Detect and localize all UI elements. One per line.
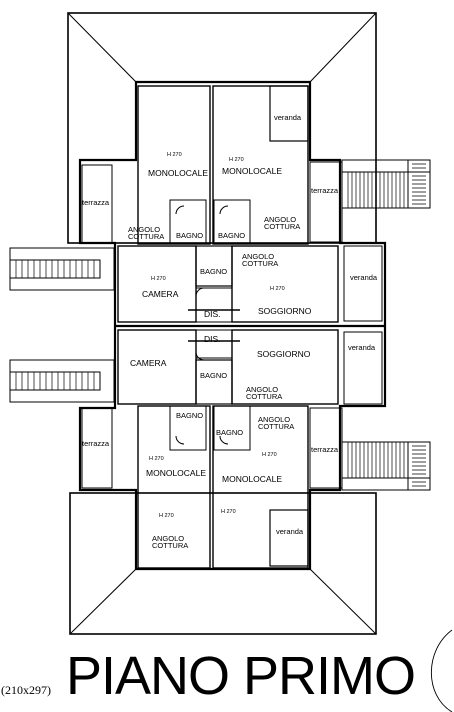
room-label-angolo: ANGOLO — [264, 215, 296, 224]
room-label-terrazza-3: terrazza — [82, 439, 110, 448]
room-label-camera-1: CAMERA — [142, 289, 179, 299]
room-label-veranda-2: veranda — [350, 273, 378, 282]
room-label-soggiorno-2: SOGGIORNO — [257, 349, 311, 359]
room-label-angolo: ANGOLO — [152, 534, 184, 543]
room-label-soggiorno-1: SOGGIORNO — [258, 306, 312, 316]
room-label-angolo: ANGOLO — [258, 415, 290, 424]
room-label-camera-2: CAMERA — [130, 358, 167, 368]
room-label-cottura: COTTURA — [258, 422, 294, 431]
room-label-dis-1: DIS. — [204, 309, 221, 319]
height-label: H 270 — [151, 276, 166, 282]
room-label-monolocale-4: MONOLOCALE — [222, 474, 282, 484]
stair-left-top — [9, 247, 115, 291]
room-label-bagno: BAGNO — [176, 231, 203, 240]
room-label-bagno: BAGNO — [200, 267, 227, 276]
height-label: H 270 — [149, 456, 164, 462]
room-label-terrazza-4: terrazza — [311, 445, 339, 454]
room-label-bagno: BAGNO — [200, 371, 227, 380]
room-label-monolocale-2: MONOLOCALE — [222, 166, 282, 176]
height-label: H 270 — [221, 509, 236, 515]
roof-outline-top — [67, 12, 377, 244]
room-label-veranda-4: veranda — [276, 527, 304, 536]
room-label-terrazza-1: terrazza — [82, 198, 110, 207]
stair-left-bottom — [9, 359, 115, 403]
compass-arc — [431, 629, 453, 712]
page-title: PIANO PRIMO — [66, 646, 416, 706]
room-label-veranda-3: veranda — [348, 343, 376, 352]
room-label-cottura: COTTURA — [128, 232, 164, 241]
room-label-bagno: BAGNO — [218, 231, 245, 240]
room-label-bagno: BAGNO — [176, 411, 203, 420]
room-label-bagno: BAGNO — [216, 428, 243, 437]
height-label: H 270 — [229, 157, 244, 163]
room-label-angolo: ANGOLO — [128, 225, 160, 234]
room-label-monolocale-3: MONOLOCALE — [146, 468, 206, 478]
room-label-monolocale-1: MONOLOCALE — [148, 168, 208, 178]
room-label-cottura: COTTURA — [152, 541, 188, 550]
height-label: H 270 — [159, 513, 174, 519]
room-label-cottura: COTTURA — [264, 222, 300, 231]
room-label-veranda-1: veranda — [274, 113, 302, 122]
room-label-dis-2: DIS. — [204, 334, 221, 344]
height-label: H 270 — [167, 152, 182, 158]
room-label-cottura: COTTURA — [242, 259, 278, 268]
height-label: H 270 — [270, 286, 285, 292]
roof-outline-bottom — [69, 492, 377, 635]
room-label-cottura: COTTURA — [246, 392, 282, 401]
room-label-angolo: ANGOLO — [242, 252, 274, 261]
stair-bottom-right — [341, 441, 431, 491]
scale-note: (210x297) — [1, 683, 51, 697]
room-label-angolo: ANGOLO — [246, 385, 278, 394]
height-label: H 270 — [262, 452, 277, 458]
room-label-terrazza-2: terrazza — [311, 186, 339, 195]
